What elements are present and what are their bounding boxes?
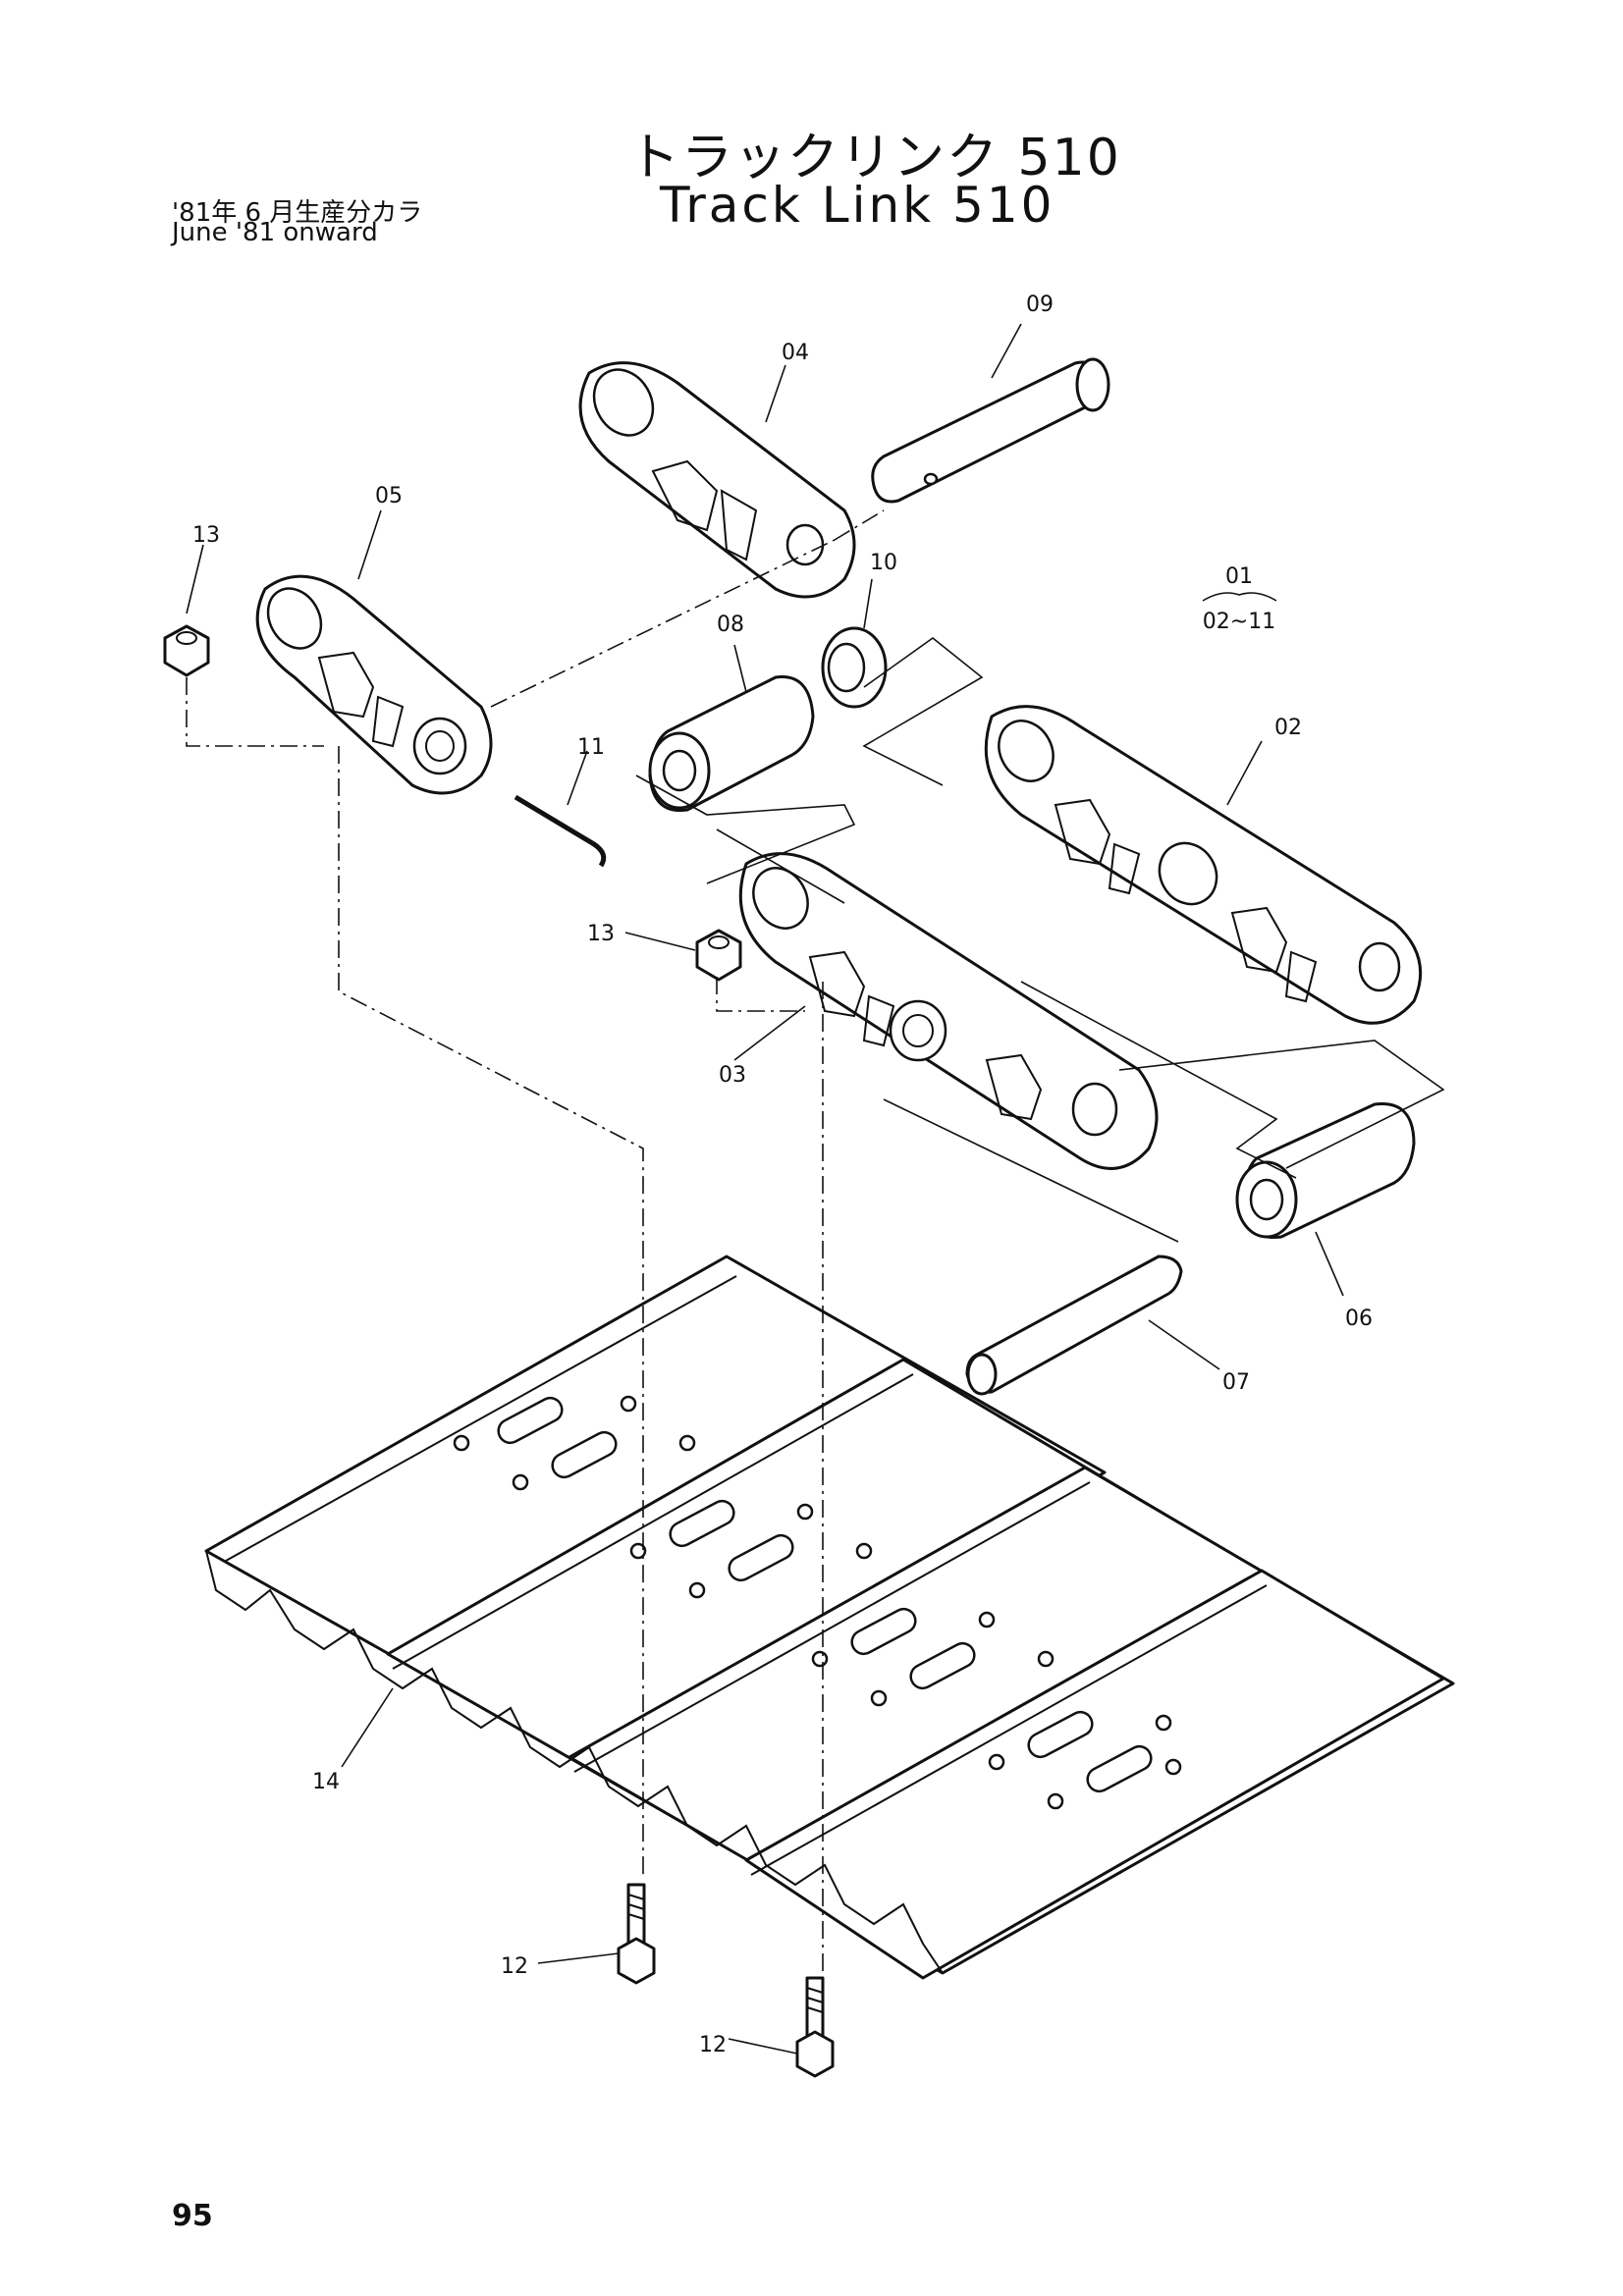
- shoe-bolt-12-left: [617, 1883, 656, 1985]
- track-pin-07: [965, 1255, 1183, 1396]
- dust-seal-10: [821, 626, 888, 709]
- bushing-08: [648, 675, 815, 813]
- callout-14: 14: [312, 1770, 340, 1794]
- callout-09: 09: [1026, 293, 1054, 317]
- track-link-05: [255, 574, 493, 795]
- shoe-nut-13-left: [163, 624, 210, 677]
- assembly-lines: [186, 509, 1445, 1973]
- callout-02: 02: [1274, 716, 1302, 740]
- callout-06: 06: [1345, 1307, 1373, 1331]
- callout-12-right: 12: [699, 2033, 727, 2057]
- production-note-english: June '81 onward: [172, 218, 378, 247]
- callout-10: 10: [870, 551, 897, 575]
- callout-labels: 09 04 05 13 10 08 11 02 13 03 06 07 14 1…: [192, 293, 1373, 2057]
- production-note-japanese: '81年 6 月生産分カラ: [172, 198, 423, 228]
- page-title-japanese: トラックリンク 510: [628, 129, 1121, 187]
- leader-lines: [186, 323, 1344, 2055]
- shoe-bolt-12-right: [795, 1976, 835, 2078]
- bushing-06: [1235, 1102, 1416, 1240]
- track-link-02: [984, 705, 1423, 1025]
- callout-08: 08: [717, 613, 744, 637]
- track-pin-09: [871, 357, 1110, 504]
- track-link-03: [738, 852, 1159, 1170]
- assembly-note-parent: 01: [1225, 564, 1253, 589]
- callout-07: 07: [1222, 1370, 1250, 1395]
- callout-05: 05: [375, 484, 403, 508]
- grouser-edges: [205, 1550, 944, 1974]
- spring-pin-11: [514, 794, 607, 868]
- assembly-note-children: 02~11: [1203, 610, 1275, 634]
- page-title-english: Track Link 510: [660, 177, 1055, 234]
- track-shoe-assembly: [204, 1255, 1455, 1980]
- callout-13-left: 13: [192, 523, 220, 548]
- callout-12-left: 12: [501, 1954, 528, 1979]
- assembly-note: 01 02~11: [1202, 564, 1277, 634]
- callout-04: 04: [782, 341, 809, 365]
- shoe-bolt-slots: [453, 1395, 1182, 1810]
- track-link-04: [578, 361, 856, 599]
- callout-13-middle: 13: [587, 922, 615, 946]
- page-number: 95: [172, 2199, 213, 2233]
- shoe-nut-13-middle: [695, 929, 742, 982]
- callout-03: 03: [719, 1063, 746, 1088]
- shoe-ridges: [225, 1275, 1268, 1876]
- callout-11: 11: [577, 735, 605, 760]
